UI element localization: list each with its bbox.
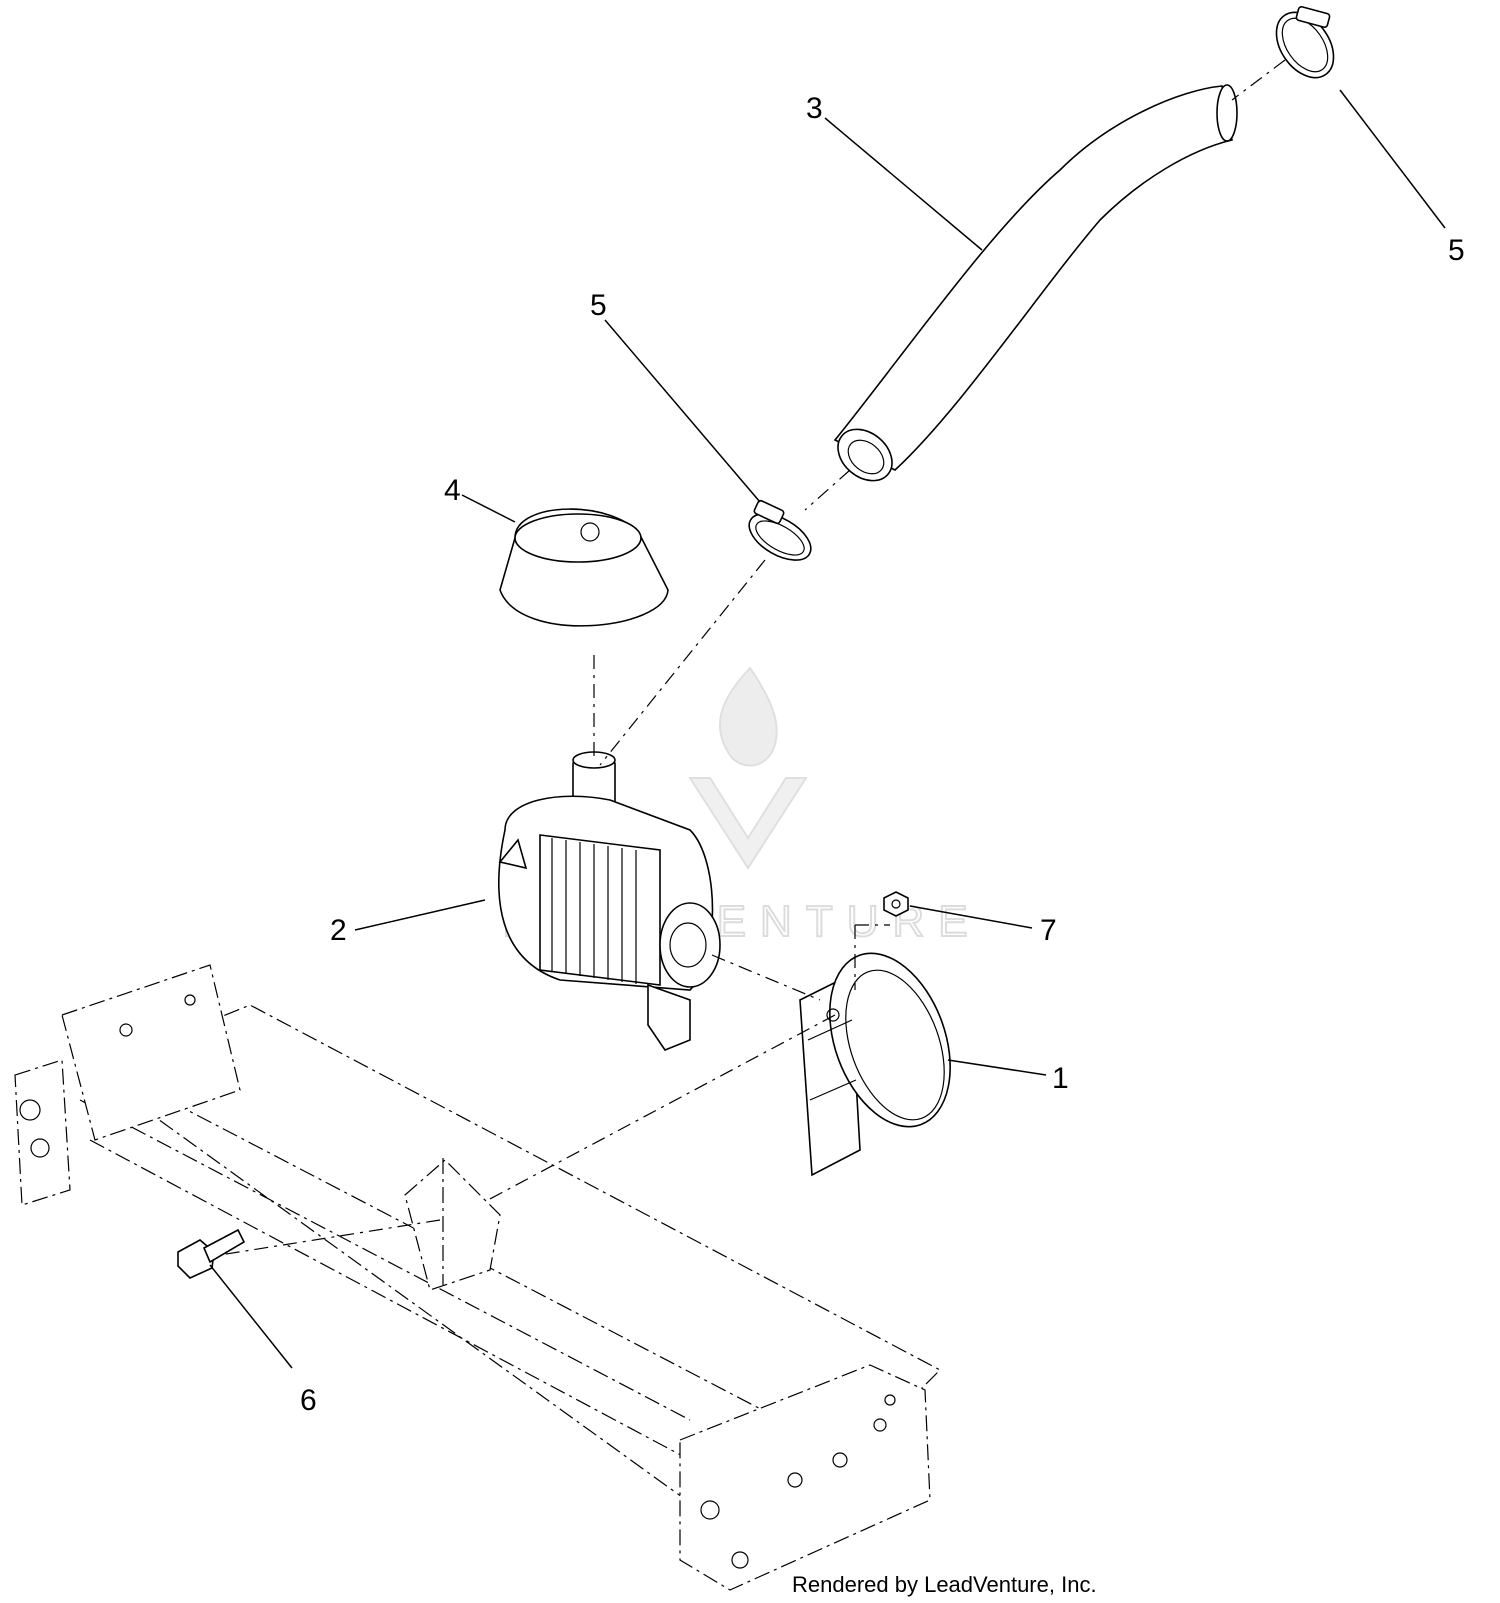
part-air-cleaner bbox=[498, 751, 721, 1051]
watermark-flame-icon bbox=[718, 666, 778, 767]
callout-label-3: 3 bbox=[806, 92, 823, 125]
frame-rail bbox=[14, 964, 941, 1591]
callout-label-5-upper: 5 bbox=[1448, 234, 1465, 267]
callout-label-6: 6 bbox=[300, 1384, 317, 1417]
part-clamp-lower bbox=[748, 499, 812, 561]
callout-label-1: 1 bbox=[1052, 1062, 1069, 1095]
part-mounting-band bbox=[799, 952, 951, 1177]
part-bolt bbox=[177, 1228, 246, 1279]
watermark-v-icon bbox=[688, 777, 808, 870]
callout-labels: 3 5 5 4 2 7 1 6 bbox=[300, 92, 1465, 1417]
part-nut bbox=[883, 891, 909, 917]
assembly-lines bbox=[219, 59, 1286, 1256]
callout-label-4: 4 bbox=[444, 474, 461, 507]
callout-label-5-lower: 5 bbox=[590, 289, 607, 322]
callout-label-7: 7 bbox=[1040, 914, 1057, 947]
footer-credit: Rendered by LeadVenture, Inc. bbox=[792, 1572, 1097, 1597]
part-clamp-upper bbox=[1275, 5, 1335, 79]
callout-label-2: 2 bbox=[330, 914, 347, 947]
leader-lines bbox=[209, 89, 1446, 1369]
part-cap bbox=[499, 508, 669, 627]
part-hose bbox=[833, 84, 1238, 482]
